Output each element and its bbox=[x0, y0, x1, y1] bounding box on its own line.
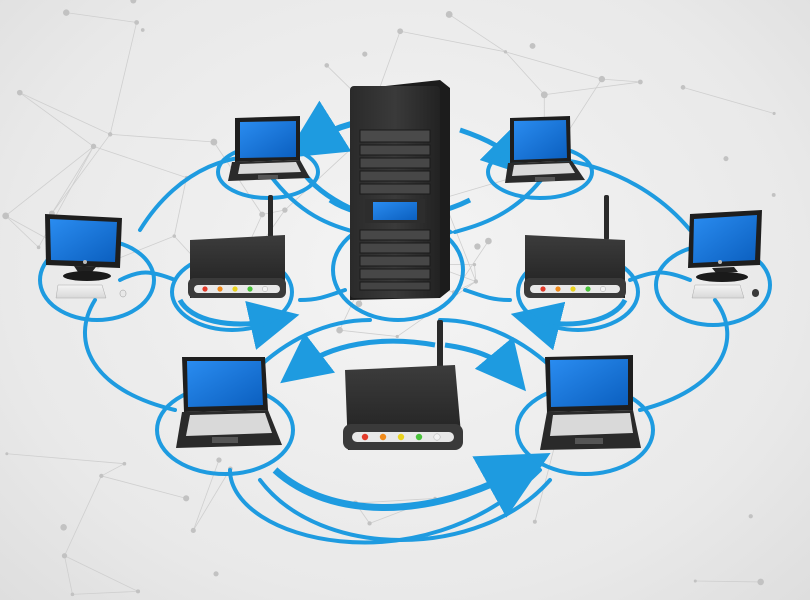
router-center bbox=[343, 320, 463, 450]
network-ring-connections bbox=[83, 155, 730, 545]
server-rack-icon bbox=[350, 80, 450, 300]
router-left bbox=[188, 195, 286, 298]
laptop-top-right bbox=[505, 116, 585, 183]
laptop-top-left bbox=[228, 116, 310, 181]
laptop-bottom-left bbox=[176, 357, 282, 448]
router-right bbox=[524, 195, 626, 298]
desktop-left bbox=[45, 214, 127, 299]
desktop-right bbox=[688, 210, 762, 299]
laptop-bottom-right bbox=[540, 355, 641, 450]
